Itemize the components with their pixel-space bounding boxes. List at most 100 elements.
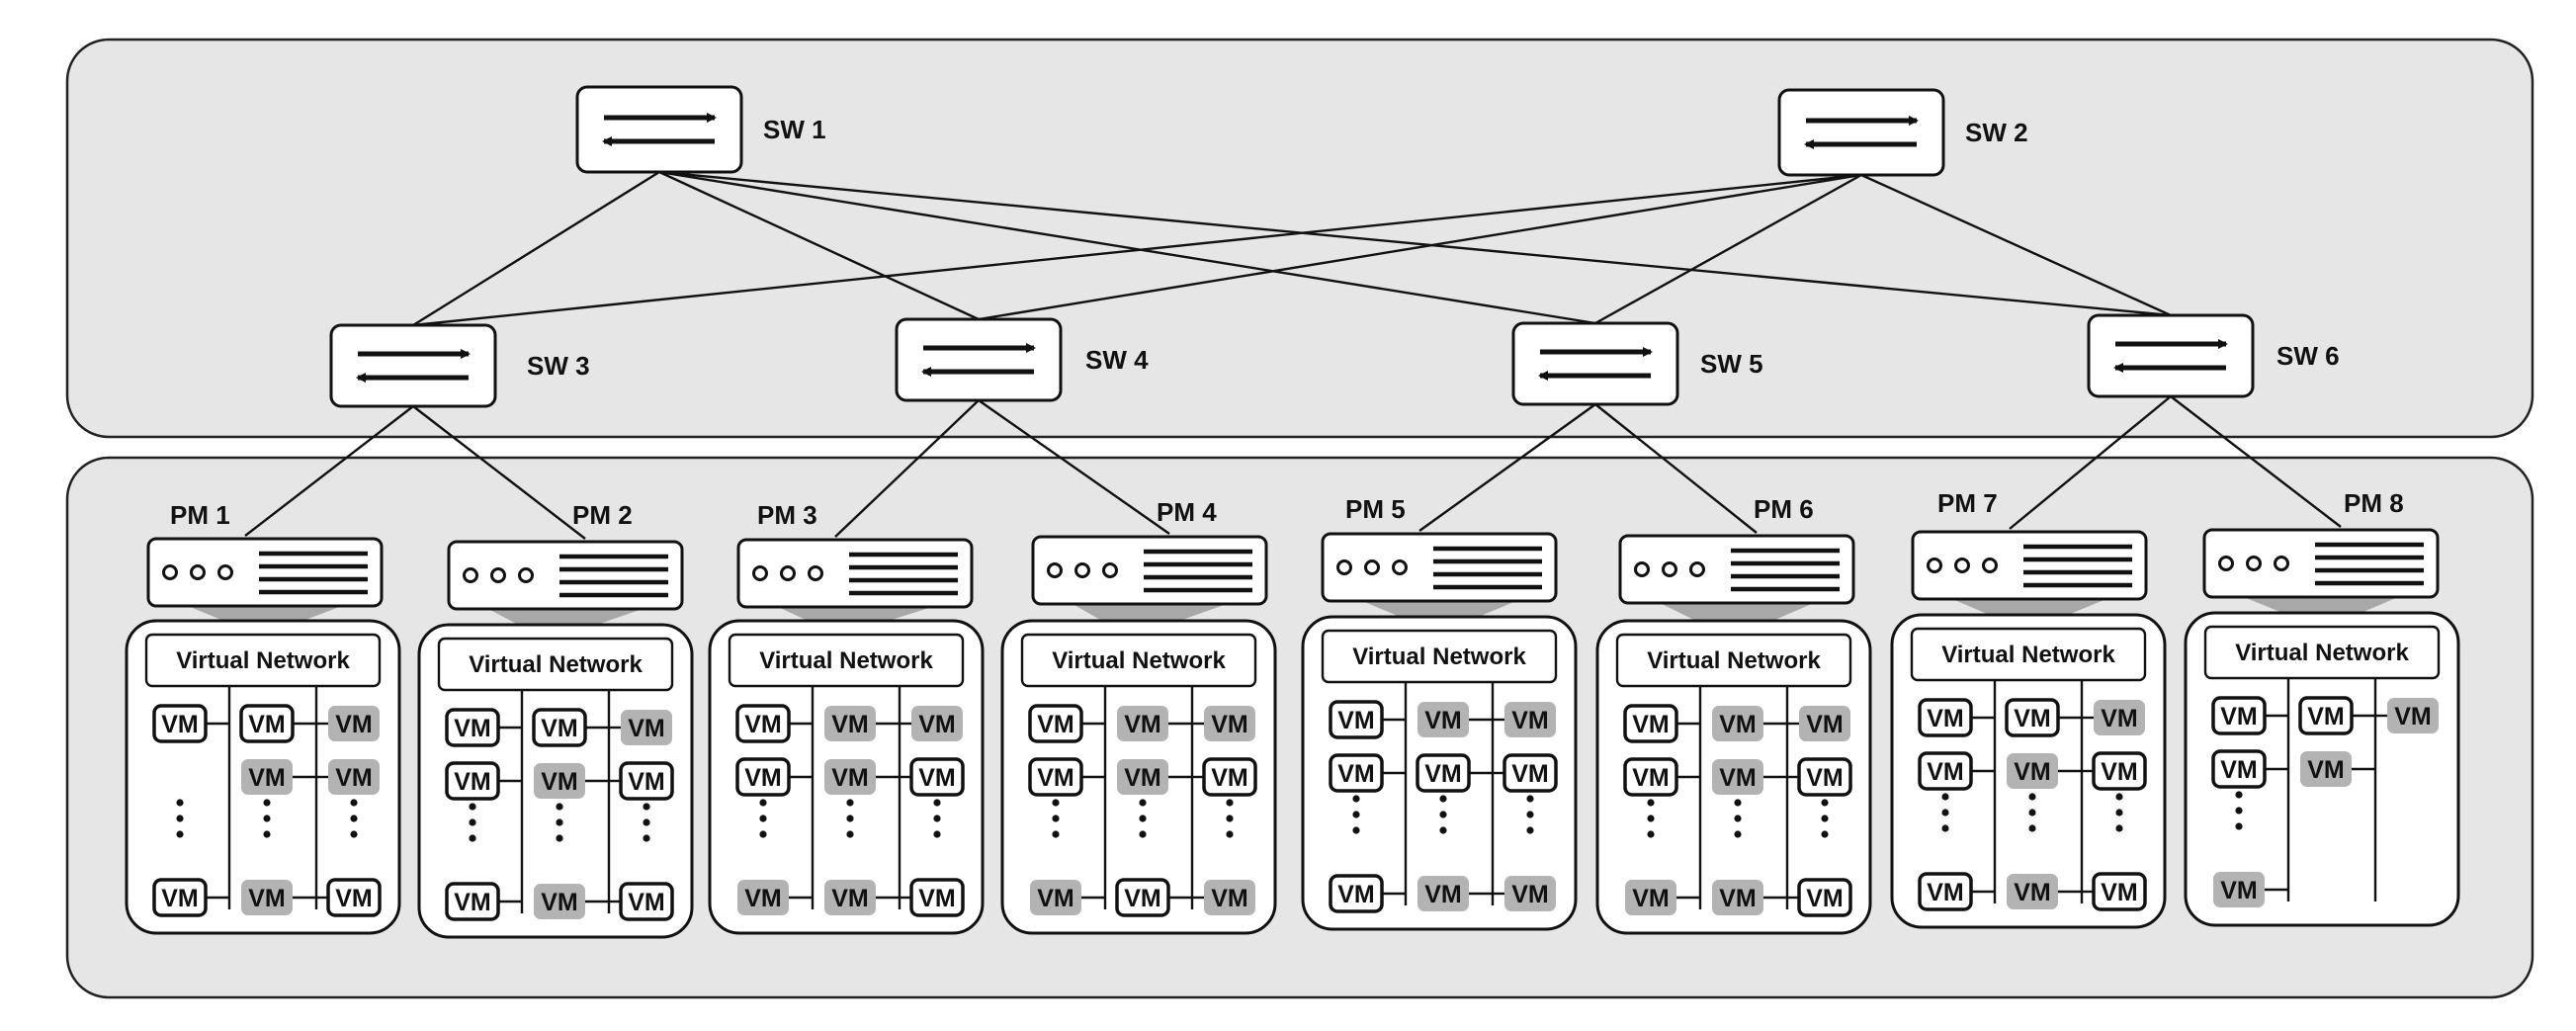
virtual-network-label: Virtual Network [469,651,643,678]
vm-label: VM [1037,711,1074,738]
ellipsis-dot [1526,826,1534,834]
active-vm: VM [1918,698,1973,737]
vm-box [328,706,380,741]
machine-uplink [1418,403,1596,532]
server-box [736,538,974,609]
vm-box [1417,702,1469,737]
ellipsis-dot [2028,824,2036,832]
active-vm: VM [1329,874,1384,913]
ellipsis-dot [469,803,476,811]
active-vm: VM [1623,757,1678,797]
vm-label: VM [1511,760,1549,788]
idle-vm: VM [824,706,876,741]
switch-box [1511,321,1679,406]
switch-sw4: SW 4 [895,317,1149,402]
vm-box [1712,759,1763,795]
vm-label: VM [1719,885,1757,912]
vm-label: VM [1037,885,1074,912]
ellipsis-dot [2115,793,2123,801]
vm-label: VM [918,764,956,792]
active-vm: VM [445,882,500,921]
machine-label: PM 7 [1937,488,1998,518]
status-light-icon [1364,559,1380,575]
ellipsis-dot [1052,815,1060,822]
ellipsis-dot [350,830,358,838]
vm-label: VM [1806,764,1844,792]
idle-vm: VM [241,880,293,915]
vm-label: VM [2220,877,2258,904]
active-vm: VM [445,761,500,801]
vm-box [911,706,963,741]
virtual-network-box [437,637,674,692]
switch-link [978,173,1862,321]
vm-label: VM [1124,764,1161,792]
vm-box [2094,700,2145,735]
active-vm: VM [909,878,965,917]
ellipsis-dot [556,818,563,826]
active-vm: VM [152,704,208,743]
ellipsis-dot [1052,799,1060,807]
vm-label: VM [454,768,491,796]
vm-label: VM [1424,881,1462,908]
vm-label: VM [744,764,782,792]
vm-label: VM [248,711,286,738]
ellipsis-dot [469,818,476,826]
vm-label: VM [1632,711,1670,738]
ellipsis-dot [759,815,767,822]
idle-vm: VM [1712,706,1763,741]
ellipsis-dot [1439,826,1447,834]
ellipsis-dot [350,815,358,822]
machine-uplink [2009,395,2172,530]
vm-box [824,880,876,915]
active-vm: VM [1416,753,1471,793]
ellipsis-dot [2235,791,2243,799]
status-light-icon [2246,556,2262,571]
status-light-icon [1689,561,1705,577]
status-light-icon [1392,559,1408,575]
ellipsis-dot [1226,830,1234,838]
virtual-network-box [1615,633,1852,688]
ellipsis-dot [263,799,271,807]
status-light-icon [1074,562,1090,578]
status-light-icon [1927,558,1942,573]
status-light-icon [1047,562,1063,578]
vm-label: VM [918,711,956,738]
switch-box [1777,88,1945,177]
idle-vm: VM [824,880,876,915]
idle-vm: VM [2007,874,2058,909]
idle-vm: VM [737,880,789,915]
status-light-icon [808,565,823,581]
active-vm: VM [1329,753,1384,793]
ellipsis-dot [846,799,854,807]
ellipsis-dot [556,834,563,842]
switch-link [658,170,2172,317]
ellipsis-dot [846,830,854,838]
status-light-icon [752,565,768,581]
active-vm: VM [2211,696,2267,735]
active-vm: VM [1623,704,1678,743]
ellipsis-dot [2028,809,2036,816]
switch-box [329,323,497,408]
virtual-network-box [1321,629,1558,684]
vm-label: VM [918,885,956,912]
ellipsis-dot [759,799,767,807]
vm-label: VM [248,764,286,792]
switch-sw2: SW 2 [1777,88,2028,177]
virtual-network-label: Virtual Network [2235,640,2409,666]
vm-label: VM [1511,707,1549,734]
ellipsis-dot [1139,799,1147,807]
idle-vm: VM [1504,876,1556,911]
ellipsis-dot [1647,815,1655,822]
vm-label: VM [1424,760,1462,788]
active-vm: VM [326,878,382,917]
vm-box [737,880,789,915]
vm-label: VM [2014,879,2051,906]
vm-label: VM [454,715,491,742]
ellipsis-dot [2115,809,2123,816]
ellipsis-dot [1526,795,1534,803]
vm-label: VM [1211,764,1248,792]
vm-box [824,706,876,741]
